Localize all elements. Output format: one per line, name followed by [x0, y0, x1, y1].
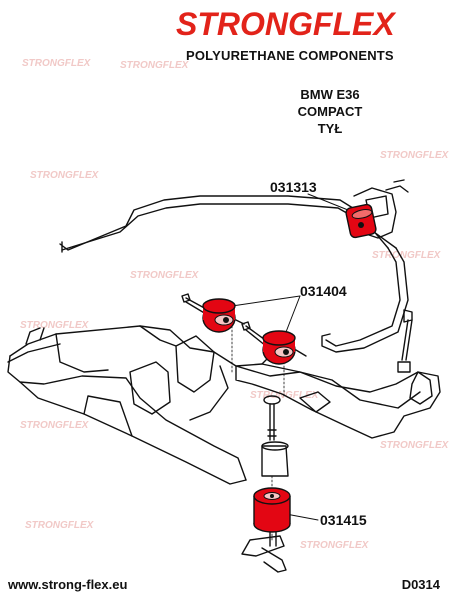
watermark: STRONGFLEX [380, 150, 449, 161]
rear-subframe [7, 325, 421, 485]
part-code-031415: 031415 [320, 512, 367, 528]
title-position: TYŁ [317, 121, 343, 136]
bushing-031415 [253, 487, 291, 533]
watermark: STRONGFLEX [22, 58, 91, 69]
part-code-031404: 031404 [300, 283, 347, 299]
watermark: STRONGFLEX [130, 270, 199, 281]
bushing-031313 [345, 203, 377, 239]
brand-logo: STRONGFLEX POLYURETHANE COMPONENTS [176, 6, 438, 72]
title-model: BMW E36 [300, 87, 360, 102]
shock-mount [261, 395, 289, 477]
website-link[interactable]: www.strong-flex.eu [8, 577, 128, 592]
lower-mount-bracket [241, 527, 287, 573]
drop-link [397, 309, 413, 373]
title-variant: COMPACT [297, 104, 363, 119]
diagram-id: D0314 [401, 577, 440, 592]
watermark: STRONGFLEX [30, 170, 99, 181]
part-code-031313: 031313 [270, 179, 317, 195]
leader-lines [231, 193, 359, 521]
brand-name: STRONGFLEX [176, 6, 395, 42]
brand-tagline: POLYURETHANE COMPONENTS [186, 48, 394, 63]
watermark: STRONGFLEX [120, 60, 189, 71]
watermark: STRONGFLEX [372, 250, 441, 261]
vehicle-title: BMW E36 COMPACT TYŁ [270, 86, 390, 137]
watermark: STRONGFLEX [25, 520, 94, 531]
watermark: STRONGFLEX [20, 320, 89, 331]
bushing-031404-left [202, 298, 236, 333]
bushing-031404-right [262, 330, 296, 365]
watermark: STRONGFLEX [20, 420, 89, 431]
watermark: STRONGFLEX [300, 540, 369, 551]
watermark: STRONGFLEX [380, 440, 449, 451]
